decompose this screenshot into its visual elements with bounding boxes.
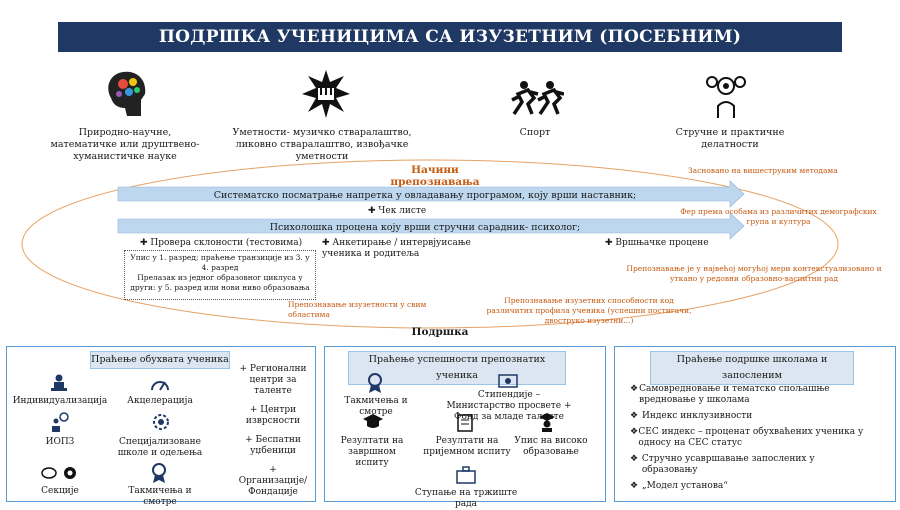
- page-title: ПОДРШКА УЧЕНИЦИМА СА ИЗУЗЕТНИМ (ПОСЕБНИМ…: [58, 22, 842, 77]
- transition-note-2: Прелазак из једног образовног циклуса у …: [130, 273, 310, 292]
- bottom-note-profiles: Препознавање изузетних способности код р…: [486, 296, 692, 325]
- graduate-icon: [539, 413, 555, 432]
- item-iop3: ИОП3: [45, 437, 75, 447]
- aptitude-test-item: ✚ Провера склоности (тестовима): [140, 238, 303, 248]
- money-icon: [498, 374, 518, 388]
- list-item: ❖Самовредновање и тематско спољашње вред…: [630, 384, 830, 405]
- brain-icon: [108, 71, 146, 116]
- graduation-cap-icon: [363, 414, 383, 428]
- briefcase-icon: [456, 466, 476, 484]
- panel-student-coverage: [6, 346, 316, 502]
- piano-splash-icon: [302, 70, 350, 118]
- gears-person-icon: [706, 76, 746, 118]
- side-note-contextualized: Препознавање је у највећој могућој мери …: [626, 264, 882, 283]
- runners-icon: [511, 81, 564, 115]
- item-final-exam: Резултати на завршном испиту: [340, 436, 404, 468]
- side-item-foundations: + Организације/ Фондације: [238, 465, 308, 497]
- bottom-note-all-areas: Препознавање изузетности у свим областим…: [288, 300, 427, 319]
- diamond-bullet-icon: ❖: [630, 411, 639, 421]
- side-note-fair: Фер према особама из различитих демограф…: [680, 207, 877, 226]
- side-item-free-textbooks: + Беспатни уџбеници: [245, 435, 301, 456]
- diamond-bullet-icon: ❖: [630, 427, 639, 437]
- category-label-sciences: Природно-научне, математичке или друштве…: [50, 127, 200, 162]
- item-acceleration: Акцелерација: [127, 396, 193, 406]
- identification-heading: Начини препознавања: [390, 164, 480, 188]
- side-item-excellence-centers: + Центри изврсности: [245, 405, 301, 426]
- school-gear-icon: [153, 414, 169, 430]
- transition-note-1: Упис у 1. разред; праћење транзиције из …: [130, 253, 310, 272]
- category-label-vocational: Стручне и практичне делатности: [675, 127, 785, 150]
- diamond-bullet-icon: ❖: [630, 481, 639, 491]
- item-sections: Секције: [41, 486, 79, 496]
- arrow-psychological-assessment: Психолошка процена коју врши стручни сар…: [269, 222, 581, 233]
- list-item: ❖„Модел установа“: [630, 481, 728, 491]
- identification-ellipse: [21, 159, 839, 329]
- panel-school-support: [614, 346, 896, 502]
- medal-icon: [152, 463, 166, 483]
- arrow-systematic-observation: Систематско посматрање напретка у овлада…: [213, 190, 637, 201]
- peer-eval-item: ✚ Вршњачке процене: [605, 238, 709, 248]
- check-lists-item: ✚ Чек листе: [368, 206, 427, 216]
- list-item: ❖СЕС индекс – проценат обухваћених учени…: [630, 427, 864, 448]
- support-heading: Подршка: [411, 326, 469, 338]
- diamond-bullet-icon: ❖: [630, 384, 639, 394]
- diamond-bullet-icon: ❖: [630, 454, 639, 464]
- questionnaire-item: ✚ Анкетирање / интервјуисање ученика и р…: [322, 238, 471, 259]
- plus-icon: ✚: [322, 238, 333, 248]
- side-item-regional-centers: + Регионални центри за таленте: [239, 364, 307, 396]
- speedometer-icon: [151, 381, 169, 391]
- side-note-multiple-methods: Засновано на вишеструким методама: [688, 166, 838, 175]
- item-higher-education: Упис на високо образовање: [514, 436, 588, 457]
- item-competitions-2: Такмичења и смотре: [344, 396, 408, 417]
- school-support-list: ❖Самовредновање и тематско спољашње вред…: [630, 384, 870, 492]
- panel-success-tracking: [324, 346, 606, 502]
- item-specialized-schools: Специјализоване школе и одељења: [117, 437, 203, 458]
- category-label-sport: Спорт: [519, 127, 551, 138]
- item-competitions: Такмичења и смотре: [128, 486, 192, 507]
- student-desk-icon: [51, 374, 67, 391]
- panel-school-support-title: Праћење подршке школама и запосленим: [650, 351, 854, 385]
- category-label-arts: Уметности- музичко стваралаштво, ликовно…: [232, 127, 412, 162]
- item-entrance-exam: Резултати на пријемном испиту: [423, 436, 511, 457]
- exam-icon: [457, 414, 473, 432]
- list-item: ❖Стручно усавршавање запослених у образо…: [630, 454, 815, 475]
- item-scholarships: Стипендије – Министарство просвете + Фон…: [446, 390, 572, 422]
- transition-note-box: Упис у 1. разред; праћење транзиције из …: [124, 250, 316, 300]
- plus-icon: ✚: [605, 238, 616, 248]
- person-lightbulb-icon: [52, 412, 69, 432]
- plus-icon: ✚: [368, 206, 379, 216]
- item-individualization: Индивидуализација: [12, 396, 108, 406]
- medal-icon: [368, 373, 382, 393]
- panel-success-tracking-title: Праћење успешности препознатих ученика: [348, 351, 566, 385]
- panel1-side-list: + Регионални центри за таленте + Центри …: [236, 364, 310, 498]
- item-labor-market: Ступање на тржиште рада: [414, 488, 518, 509]
- sports-ball-icon: [41, 467, 76, 479]
- plus-icon: ✚: [140, 238, 151, 248]
- panel-student-coverage-title: Праћење обухвата ученика: [90, 351, 230, 369]
- list-item: ❖Индекс инклузивности: [630, 411, 753, 421]
